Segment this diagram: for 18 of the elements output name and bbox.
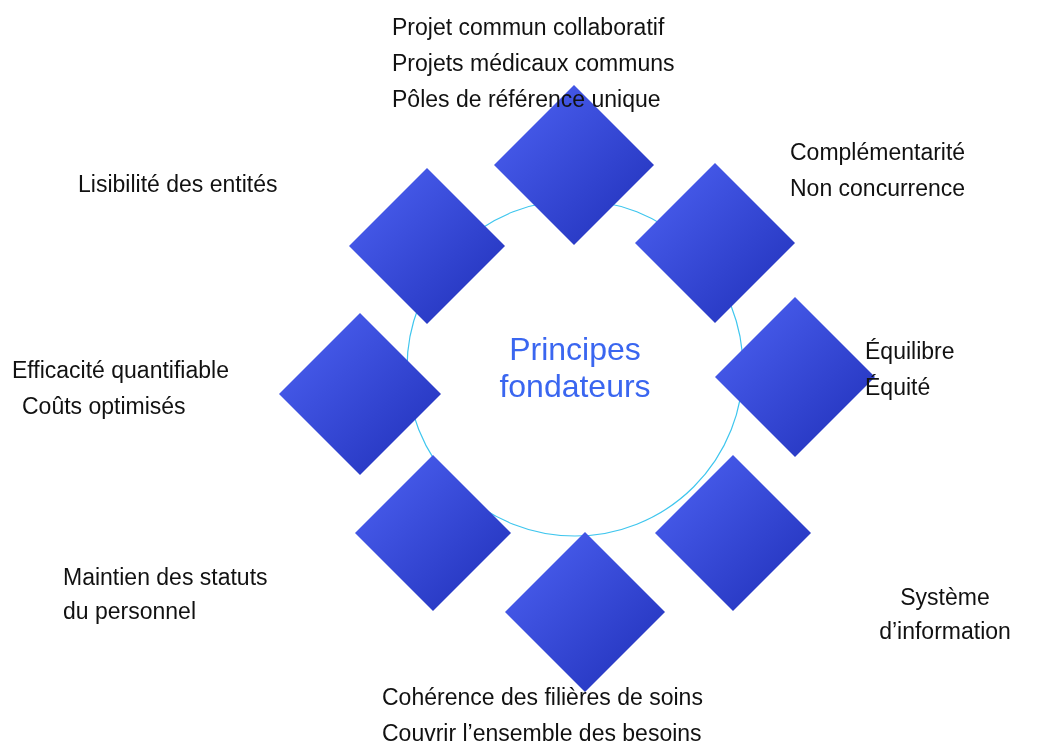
- principle-label: Efficacité quantifiable: [12, 356, 229, 385]
- principle-label: Maintien des statuts du personnel: [63, 563, 269, 626]
- diamond-shape: [279, 313, 441, 475]
- principle-label: Projets médicaux communs: [392, 49, 675, 78]
- principle-label: Équilibre: [865, 337, 955, 366]
- principle-label: Équité: [865, 373, 932, 402]
- center-title: Principes fondateurs: [498, 331, 652, 405]
- principle-label: Non concurrence: [790, 174, 966, 203]
- principle-label: Coûts optimisés: [21, 392, 187, 421]
- diamond-shape: [655, 455, 811, 611]
- principle-label: Complémentarité: [790, 138, 966, 167]
- principle-label: Couvrir l’ensemble des besoins: [382, 719, 703, 748]
- principle-label: Lisibilité des entités: [78, 170, 278, 199]
- principle-label: Cohérence des filières de soins: [382, 683, 703, 712]
- principle-label: Projet commun collaboratif: [392, 13, 666, 42]
- principle-label: Système d’information: [878, 583, 1012, 646]
- diamond-shape: [349, 168, 505, 324]
- diamond-shape: [355, 455, 511, 611]
